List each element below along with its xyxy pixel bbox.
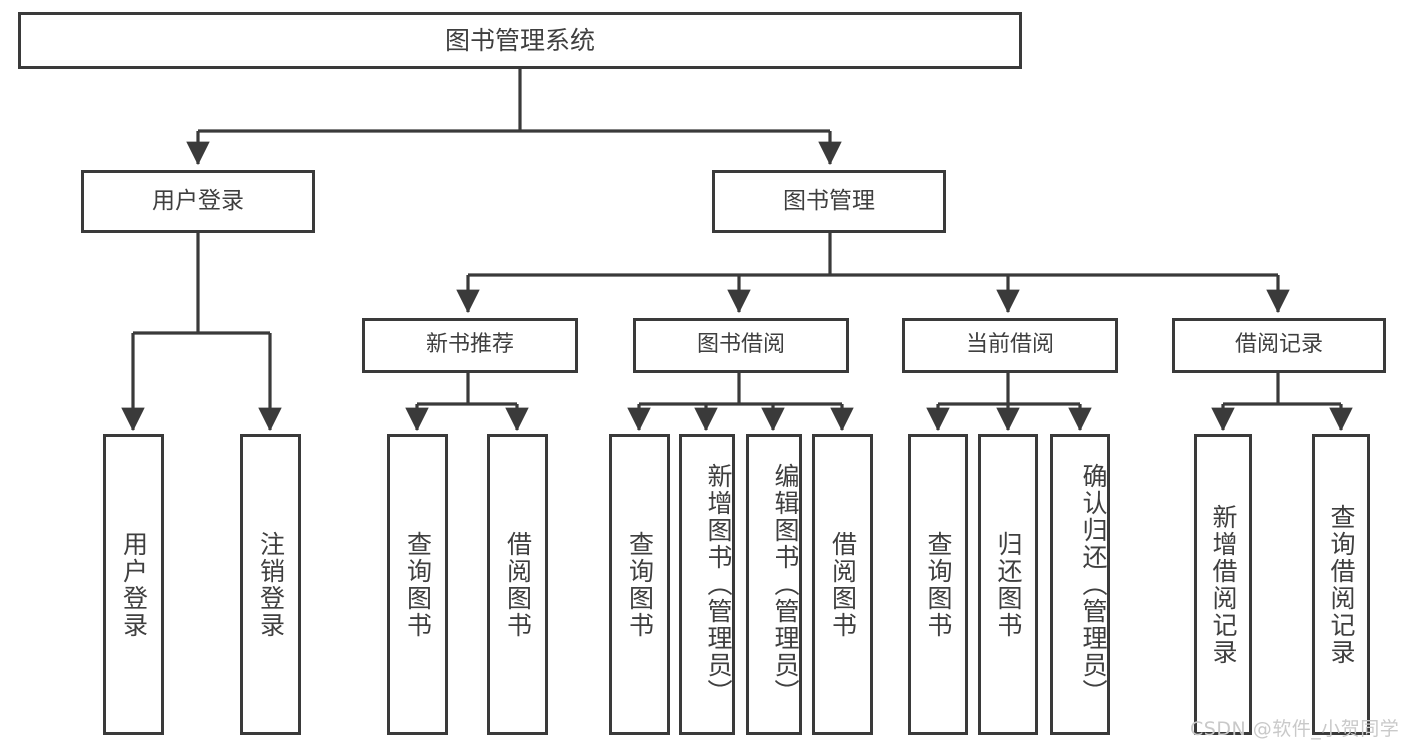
- node-leaf-query-book-1[interactable]: 查询图书: [387, 434, 448, 735]
- node-leaf-query-book-2[interactable]: 查询图书: [609, 434, 670, 735]
- node-book-manage-label: 图书管理: [783, 187, 875, 214]
- node-leaf-confirm-return-label: 确认归还（管理员）: [1079, 463, 1108, 706]
- node-leaf-edit-book-label: 编辑图书（管理员）: [771, 463, 800, 706]
- node-borrow-record[interactable]: 借阅记录: [1172, 318, 1386, 373]
- node-leaf-return-book[interactable]: 归还图书: [978, 434, 1038, 735]
- node-leaf-query-record[interactable]: 查询借阅记录: [1312, 434, 1370, 735]
- node-leaf-query-book-2-label: 查询图书: [625, 530, 655, 639]
- node-leaf-borrow-book-1-label: 借阅图书: [503, 530, 533, 639]
- node-leaf-borrow-book-2[interactable]: 借阅图书: [812, 434, 873, 735]
- node-leaf-query-record-label: 查询借阅记录: [1327, 503, 1356, 666]
- node-book-manage[interactable]: 图书管理: [712, 170, 946, 233]
- node-leaf-add-book-label: 新增图书（管理员）: [704, 463, 733, 706]
- node-leaf-query-book-1-label: 查询图书: [403, 530, 433, 639]
- node-borrow-record-label: 借阅记录: [1234, 332, 1323, 358]
- node-new-book-recommend-label: 新书推荐: [425, 332, 514, 358]
- node-root-label: 图书管理系统: [444, 25, 595, 55]
- node-current-borrow-label: 当前借阅: [965, 332, 1054, 358]
- node-leaf-logout-label: 注销登录: [256, 530, 286, 639]
- node-leaf-query-book-3[interactable]: 查询图书: [908, 434, 968, 735]
- node-leaf-query-book-3-label: 查询图书: [924, 530, 953, 639]
- node-user-login[interactable]: 用户登录: [81, 170, 315, 233]
- node-root[interactable]: 图书管理系统: [18, 12, 1022, 69]
- node-leaf-logout[interactable]: 注销登录: [240, 434, 301, 735]
- node-new-book-recommend[interactable]: 新书推荐: [362, 318, 578, 373]
- node-leaf-add-book[interactable]: 新增图书（管理员）: [679, 434, 735, 735]
- node-leaf-user-login-label: 用户登录: [119, 530, 149, 639]
- node-leaf-confirm-return[interactable]: 确认归还（管理员）: [1050, 434, 1110, 735]
- node-leaf-add-record-label: 新增借阅记录: [1209, 503, 1238, 666]
- node-leaf-user-login[interactable]: 用户登录: [103, 434, 164, 735]
- csdn-watermark: CSDN @软件_小贺同学: [1190, 718, 1400, 740]
- node-leaf-edit-book[interactable]: 编辑图书（管理员）: [746, 434, 802, 735]
- node-book-borrow[interactable]: 图书借阅: [633, 318, 849, 373]
- node-leaf-borrow-book-2-label: 借阅图书: [828, 530, 858, 639]
- node-user-login-label: 用户登录: [152, 187, 244, 214]
- node-leaf-add-record[interactable]: 新增借阅记录: [1194, 434, 1252, 735]
- node-leaf-return-book-label: 归还图书: [994, 530, 1023, 639]
- node-current-borrow[interactable]: 当前借阅: [902, 318, 1118, 373]
- node-leaf-borrow-book-1[interactable]: 借阅图书: [487, 434, 548, 735]
- node-book-borrow-label: 图书借阅: [696, 332, 785, 358]
